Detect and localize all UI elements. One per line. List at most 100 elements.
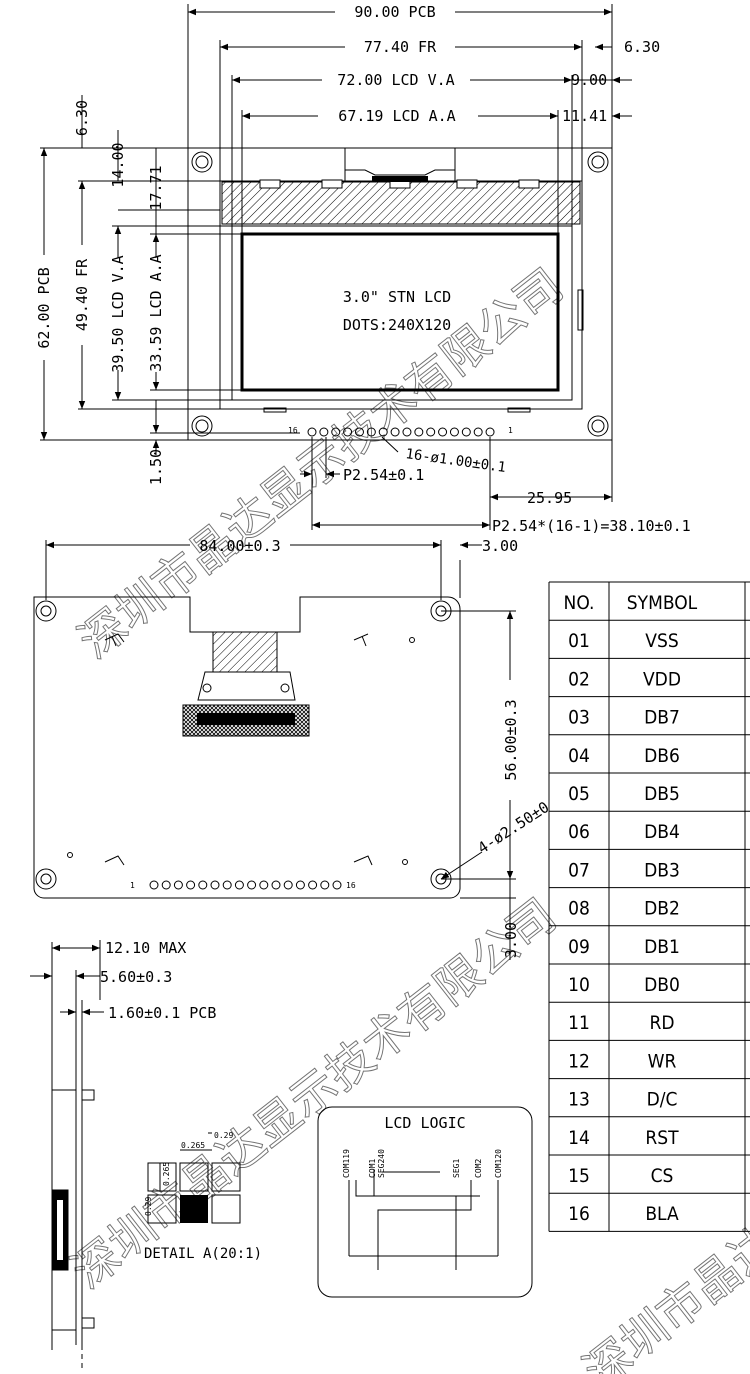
mounting-hole	[587, 415, 609, 437]
pin-hole	[283, 880, 293, 890]
table-cell-no: 05	[568, 783, 590, 805]
mounting-hole	[191, 151, 213, 173]
dim-detail-029: 0.29	[214, 1131, 233, 1140]
logic-label: COM2	[474, 1159, 483, 1178]
logic-label: COM119	[342, 1149, 351, 1178]
dim-2595: 25.95	[527, 489, 572, 507]
lcd-text-line1: 3.0" STN LCD	[343, 288, 451, 306]
lcd-logic-box	[317, 1106, 533, 1298]
dim-fr-width: 77.40 FR	[364, 38, 437, 56]
table-cell-symbol: DB3	[644, 859, 680, 881]
table-cell-symbol: BLA	[645, 1203, 679, 1225]
table-cell-no: 07	[568, 859, 590, 881]
logic-label: SEG240	[377, 1149, 386, 1178]
pin-hole	[461, 427, 471, 437]
dim-900: 9.00	[571, 71, 607, 89]
back-pcb-outline	[33, 596, 461, 899]
mounting-hole	[191, 415, 213, 437]
table-cell-symbol: DB2	[644, 898, 680, 920]
dim-back-width: 84.00±0.3	[199, 537, 280, 555]
lcd-text-line2: DOTS:240X120	[343, 316, 451, 334]
table-cell-symbol: WR	[648, 1050, 677, 1072]
table-cell-symbol: VDD	[643, 668, 681, 690]
pin-hole	[222, 880, 232, 890]
pin-hole	[414, 427, 424, 437]
dim-back-hole: 4-ø2.50±0	[474, 798, 552, 857]
back-pin1-label: 1	[130, 881, 135, 890]
pin-hole	[173, 880, 183, 890]
pin-hole	[161, 880, 171, 890]
pin-hole	[247, 880, 257, 890]
table-cell-symbol: DB0	[644, 974, 680, 996]
pin-hole	[186, 880, 196, 890]
table-cell-symbol: DB7	[644, 707, 680, 729]
table-cell-symbol: RD	[649, 1012, 674, 1034]
pin-hole	[331, 427, 341, 437]
pin-hole	[343, 427, 353, 437]
lcd-logic-title: LCD LOGIC	[384, 1114, 465, 1132]
pin-hole	[390, 427, 400, 437]
lcd-active-area	[240, 232, 560, 392]
dim-back-300: 3.00	[482, 537, 518, 555]
front-pin-row	[307, 427, 495, 437]
detail-a: 0.265 0.29 0.265 0.29 DETAIL A(20:1)	[144, 1131, 262, 1262]
mounting-hole	[587, 151, 609, 173]
pin-hole	[426, 427, 436, 437]
side-view: 12.10 MAX 5.60±0.3 1.60±0.1 PCB	[30, 939, 216, 1368]
dim-1141: 11.41	[562, 107, 607, 125]
dim-detail-0265b: 0.265	[162, 1162, 171, 1186]
pin-hole	[234, 880, 244, 890]
pin-hole	[307, 427, 317, 437]
dim-630-right: 6.30	[624, 38, 660, 56]
pin-hole	[295, 880, 305, 890]
table-cell-symbol: D/C	[647, 1089, 678, 1111]
pin-hole	[319, 427, 329, 437]
table-cell-no: 01	[568, 630, 590, 652]
table-cell-no: 04	[568, 745, 590, 767]
pin-hole	[449, 427, 459, 437]
table-cell-no: 15	[568, 1165, 590, 1187]
table-cell-no: 12	[568, 1050, 590, 1072]
fpc-hatch-band	[221, 181, 581, 225]
logic-label: COM1	[368, 1159, 377, 1178]
dim-side-560: 5.60±0.3	[100, 968, 172, 986]
pin-hole	[320, 880, 330, 890]
pin-hole	[354, 427, 364, 437]
pin-hole	[332, 880, 342, 890]
logic-label: COM120	[494, 1149, 503, 1178]
dim-150: 1.50	[147, 449, 165, 485]
dim-lcd-va-height: 39.50 LCD V.A	[109, 255, 127, 372]
dim-pitch: P2.54±0.1	[343, 466, 424, 484]
pin-hole	[149, 880, 159, 890]
dim-lcd-aa-height: 33.59 LCD A.A	[147, 254, 165, 371]
table-cell-no: 11	[568, 1012, 590, 1034]
dim-lcd-aa-width: 67.19 LCD A.A	[338, 107, 455, 125]
dim-back-300b: 3.00	[502, 922, 520, 958]
back-pin-row	[149, 880, 342, 890]
pin-hole	[198, 880, 208, 890]
pin1-label: 1	[508, 426, 513, 435]
dim-1400: 14.00	[109, 142, 127, 187]
pcb-outline	[187, 147, 613, 441]
pin-hole	[473, 427, 483, 437]
back-pin16-label: 16	[346, 881, 356, 890]
mounting-hole	[35, 600, 57, 622]
table-cell-no: 14	[568, 1127, 590, 1149]
table-cell-symbol: VSS	[645, 630, 678, 652]
table-cell-no: 09	[568, 936, 590, 958]
table-cell-no: 06	[568, 821, 590, 843]
pin-hole	[378, 427, 388, 437]
table-cell-symbol: CS	[651, 1165, 674, 1187]
dim-pitch-total: P2.54*(16-1)=38.10±0.1	[492, 517, 691, 535]
pin-hole	[366, 427, 376, 437]
table-cell-symbol: DB4	[644, 821, 680, 843]
dim-fr-height: 49.40 FR	[73, 258, 91, 331]
table-cell-no: 10	[568, 974, 590, 996]
pin-hole	[438, 427, 448, 437]
table-cell-no: 02	[568, 668, 590, 690]
table-header-no: NO.	[564, 592, 595, 614]
pin-hole	[210, 880, 220, 890]
pin-hole	[271, 880, 281, 890]
